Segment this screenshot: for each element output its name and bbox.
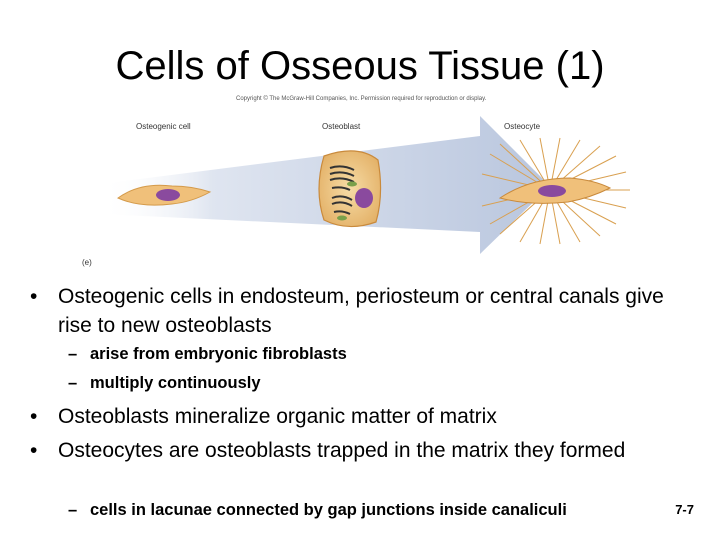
- bullet-marker: •: [30, 439, 38, 462]
- bullet-marker: •: [30, 405, 38, 428]
- slide-title: Cells of Osseous Tissue (1): [115, 44, 605, 88]
- bullet-item: • Osteogenic cells in endosteum, periost…: [30, 282, 690, 340]
- bullet-text: Osteocytes are osteoblasts trapped in th…: [58, 439, 626, 462]
- sub-bullet-text: cells in lacunae connected by gap juncti…: [90, 501, 567, 519]
- sub-bullet-item: – cells in lacunae connected by gap junc…: [68, 500, 567, 520]
- figure-part-label: (e): [82, 258, 92, 267]
- osteocyte-shape: [481, 137, 630, 245]
- sub-bullet-text: multiply continuously: [90, 374, 261, 392]
- sub-bullet-item: – multiply continuously: [68, 373, 261, 393]
- page-number: 7-7: [675, 502, 694, 517]
- sub-bullet-text: arise from embryonic fibroblasts: [90, 345, 347, 363]
- cell-differentiation-illustration: [100, 116, 630, 254]
- osteogenic-cell-shape: [117, 184, 212, 206]
- osteoblast-shape: [318, 150, 382, 228]
- figure-copyright: Copyright © The McGraw-Hill Companies, I…: [236, 96, 487, 102]
- bullet-item: • Osteoblasts mineralize organic matter …: [30, 402, 497, 431]
- bullet-item: • Osteocytes are osteoblasts trapped in …: [30, 436, 625, 465]
- label-osteoblast: Osteoblast: [322, 122, 361, 131]
- bullet-text: Osteogenic cells in endosteum, periosteu…: [58, 285, 664, 337]
- label-osteogenic-cell: Osteogenic cell: [136, 122, 191, 131]
- sub-bullet-marker: –: [68, 374, 78, 392]
- label-osteocyte: Osteocyte: [504, 122, 541, 131]
- sub-bullet-marker: –: [68, 345, 78, 363]
- sub-bullet-marker: –: [68, 501, 78, 519]
- sub-bullet-item: – arise from embryonic fibroblasts: [68, 344, 347, 364]
- bullet-text: Osteoblasts mineralize organic matter of…: [58, 405, 497, 428]
- cell-diagram-figure: Copyright © The McGraw-Hill Companies, I…: [80, 94, 644, 270]
- bullet-marker: •: [30, 285, 38, 308]
